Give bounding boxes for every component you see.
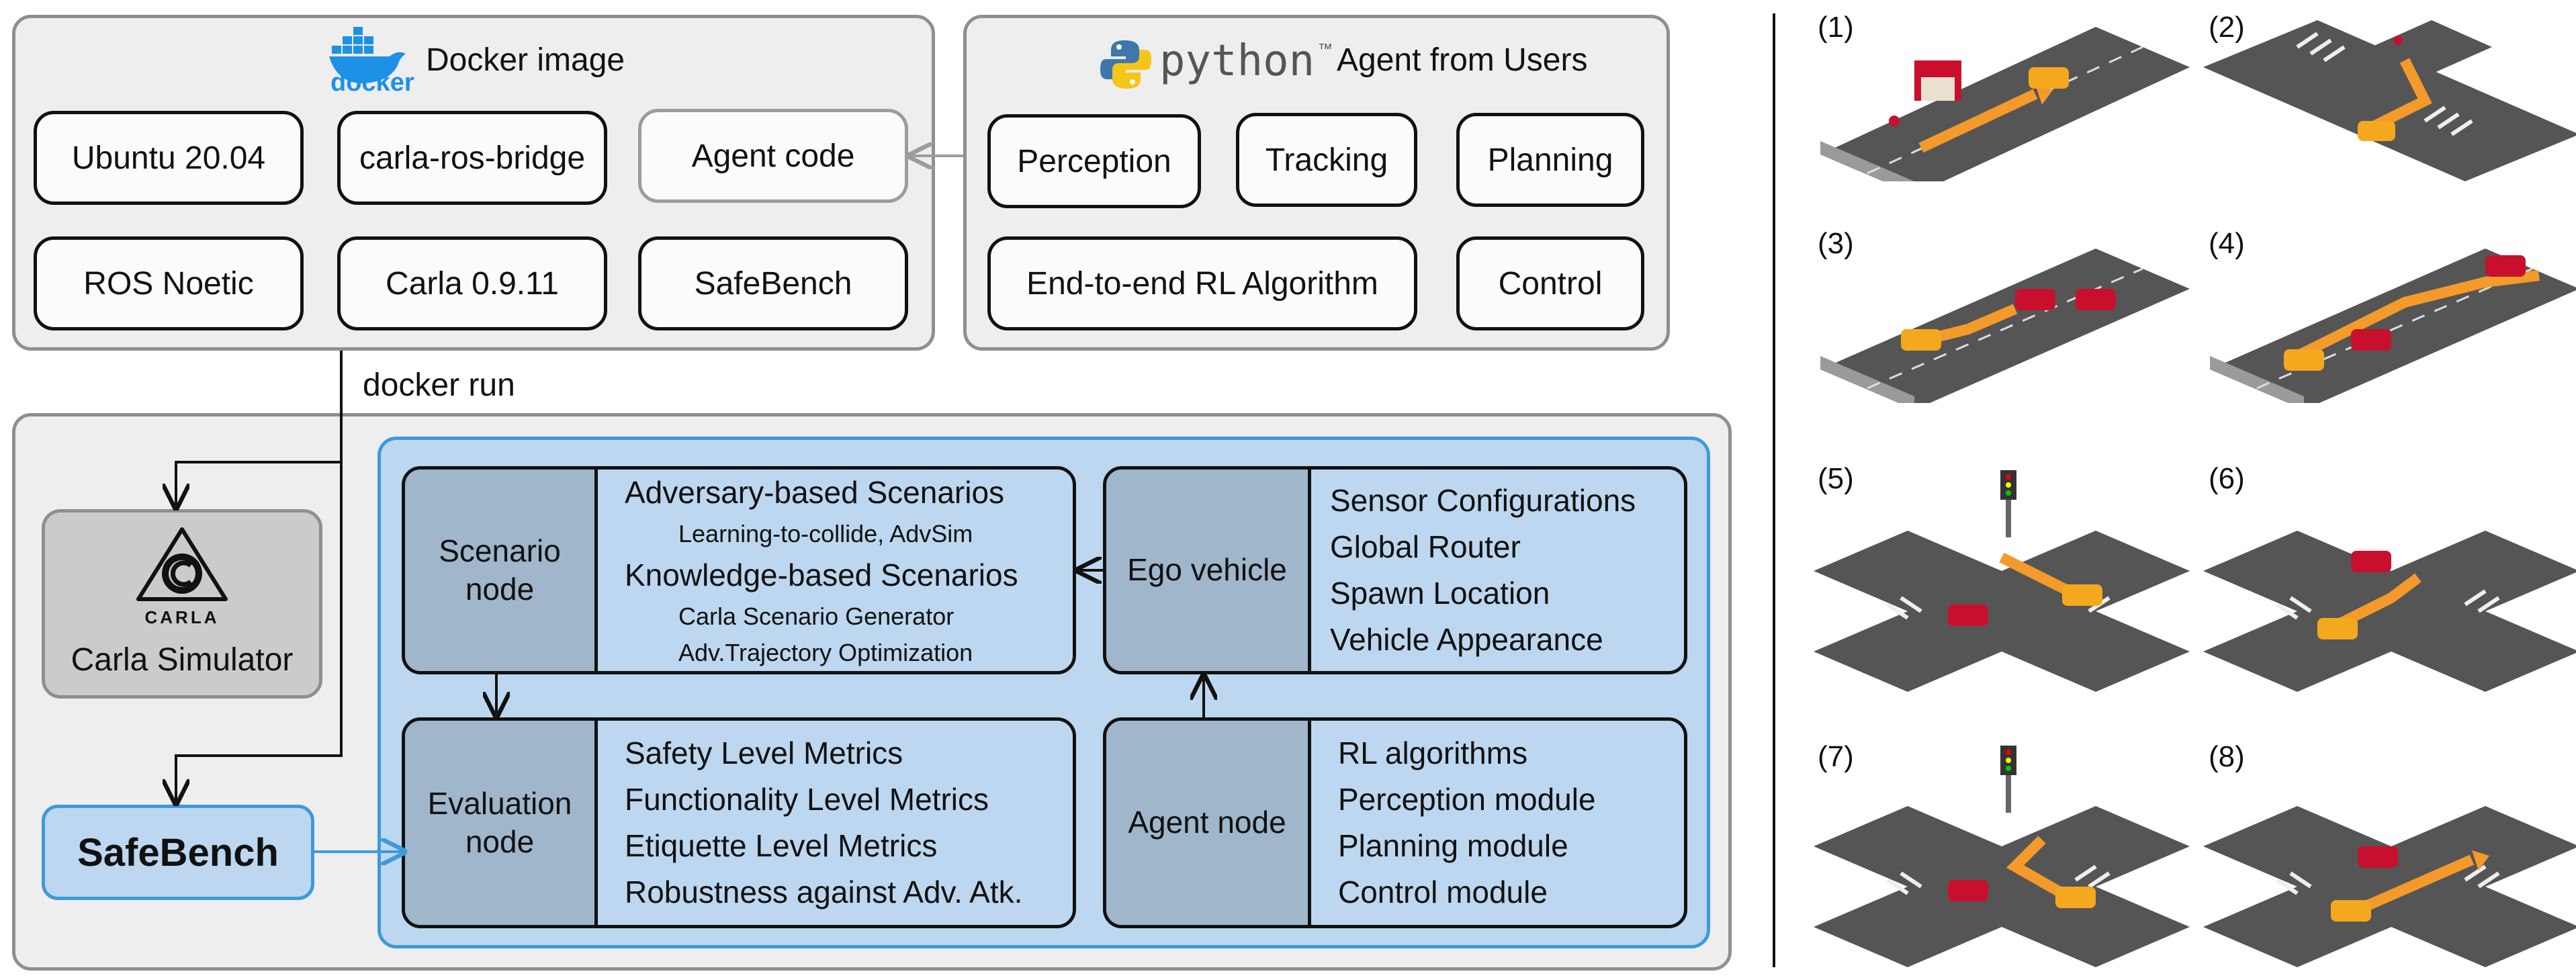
ego-vehicle-node: Ego vehicle Sensor Configurations Global… — [1103, 466, 1687, 674]
agent-node-head: Agent node — [1106, 721, 1311, 925]
eval-safety-metrics: Safety Level Metrics — [625, 736, 903, 770]
agent-control-module: Control module — [1338, 875, 1548, 909]
docker-item-carla-ros-bridge: carla-ros-bridge — [337, 111, 607, 205]
agent-node: Agent node RL algorithms Perception modu… — [1103, 717, 1687, 928]
user-item-tracking: Tracking — [1236, 113, 1417, 207]
scenario-label-8: (8) — [2209, 740, 2245, 773]
ego-vehicle-appearance: Vehicle Appearance — [1330, 622, 1603, 657]
evaluation-node-body: Safety Level Metrics Functionality Level… — [598, 721, 1073, 925]
carla-simulator-box — [42, 509, 322, 699]
agent-rl-algorithms: RL algorithms — [1338, 736, 1528, 770]
carla-logo-icon — [132, 525, 232, 613]
scenario-label-2: (2) — [2209, 11, 2245, 44]
ego-vehicle-head: Ego vehicle — [1106, 470, 1311, 671]
docker-logo: docker — [328, 24, 415, 98]
ego-spawn-location: Spawn Location — [1330, 576, 1550, 611]
docker-item-agent-code: Agent code — [638, 109, 908, 203]
docker-item-ubuntu: Ubuntu 20.04 — [34, 111, 304, 205]
evaluation-node-head: Evaluation node — [405, 721, 598, 925]
user-item-perception: Perception — [987, 114, 1201, 208]
user-item-planning: Planning — [1456, 113, 1644, 207]
evaluation-node: Evaluation node Safety Level Metrics Fun… — [402, 717, 1076, 928]
agent-users-title: Agent from Users — [1337, 42, 1588, 78]
scenario-image-2 — [2203, 20, 2576, 181]
agent-perception-module: Perception module — [1338, 782, 1596, 817]
ego-vehicle-body: Sensor Configurations Global Router Spaw… — [1311, 470, 1684, 671]
scenario-knowledge-label: Knowledge-based Scenarios — [625, 558, 1018, 592]
scenario-label-1: (1) — [1818, 11, 1854, 44]
scenario-node-body: Adversary-based Scenarios Learning-to-co… — [598, 470, 1073, 671]
eval-etiquette-metrics: Etiquette Level Metrics — [625, 828, 938, 863]
scenario-adversary-methods: Learning-to-collide, AdvSim — [678, 520, 973, 547]
scenario-node-head: Scenario node — [405, 470, 598, 671]
carla-simulator-label: Carla Simulator — [71, 642, 294, 678]
scenario-image-7 — [1814, 746, 2190, 967]
carla-logo-text: CARLA — [144, 607, 220, 627]
python-logo-icon — [1099, 38, 1153, 91]
ego-sensor-configurations: Sensor Configurations — [1330, 483, 1636, 518]
scenario-image-8 — [2203, 806, 2576, 967]
docker-item-ros-noetic: ROS Noetic — [34, 236, 304, 330]
docker-item-carla-version: Carla 0.9.11 — [337, 236, 607, 330]
user-item-end-to-end-rl: End-to-end RL Algorithm — [987, 236, 1417, 330]
arrow-docker-run-to-carla — [176, 461, 341, 505]
docker-image-title: Docker image — [426, 42, 625, 78]
safebench-box: SafeBench — [42, 805, 314, 900]
arrow-docker-run-trunk — [176, 351, 343, 801]
scenario-label-5: (5) — [1818, 462, 1854, 495]
scenario-knowledge-method-1: Carla Scenario Generator — [678, 603, 954, 630]
section-divider-line — [1773, 13, 1775, 967]
eval-robustness-metrics: Robustness against Adv. Atk. — [625, 875, 1023, 909]
scenario-node: Scenario node Adversary-based Scenarios … — [402, 466, 1076, 674]
scenario-label-6: (6) — [2209, 462, 2245, 495]
user-item-control: Control — [1456, 236, 1644, 330]
eval-functionality-metrics: Functionality Level Metrics — [625, 782, 989, 817]
scenario-image-3 — [1820, 249, 2190, 403]
docker-item-safebench: SafeBench — [638, 236, 908, 330]
scenario-label-3: (3) — [1818, 227, 1854, 260]
diagram-connectors — [0, 0, 1746, 980]
scenario-image-1 — [1820, 27, 2190, 181]
safebench-label: SafeBench — [77, 830, 279, 875]
scenario-image-5 — [1814, 470, 2190, 692]
docker-logo-text: docker — [330, 69, 414, 97]
docker-whale-icon — [329, 27, 406, 83]
python-wordmark: python — [1159, 36, 1315, 86]
agent-planning-module: Planning module — [1338, 828, 1568, 863]
scenario-label-4: (4) — [2209, 227, 2245, 260]
python-trademark: ™ — [1318, 40, 1333, 57]
scenario-adversary-label: Adversary-based Scenarios — [625, 475, 1005, 510]
scenario-label-7: (7) — [1818, 740, 1854, 773]
scenario-image-4 — [2210, 249, 2576, 403]
ego-global-router: Global Router — [1330, 529, 1521, 564]
scenario-image-6 — [2203, 531, 2576, 692]
scenario-knowledge-method-2: Adv.Trajectory Optimization — [678, 639, 973, 666]
docker-run-label: docker run — [363, 367, 515, 403]
agent-node-body: RL algorithms Perception module Planning… — [1311, 721, 1684, 925]
